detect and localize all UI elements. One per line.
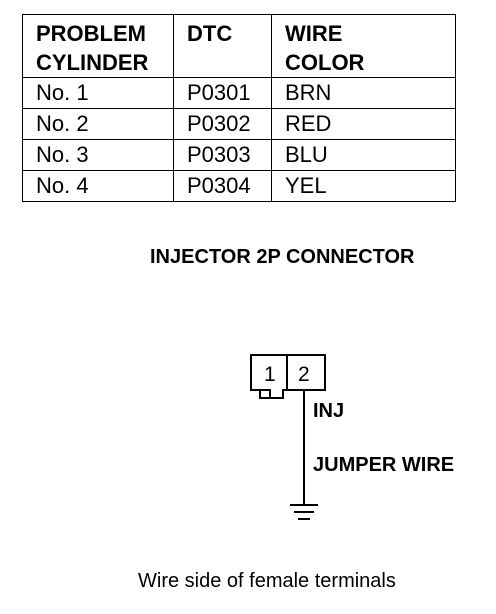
pin-1-label: 1 xyxy=(264,363,276,386)
connector-notch xyxy=(259,390,270,399)
cell-dtc: P0304 xyxy=(173,170,272,202)
ground-icon xyxy=(290,504,318,520)
dtc-table: PROBLEM CYLINDER DTC WIRE COLOR No. 1 P0… xyxy=(22,14,456,202)
cell-wire-color: YEL xyxy=(271,170,456,202)
connector-title: INJECTOR 2P CONNECTOR xyxy=(150,246,415,268)
header-line: DTC xyxy=(187,21,233,46)
header-line: PROBLEM xyxy=(36,21,146,46)
jumper-wire-label: JUMPER WIRE xyxy=(313,454,455,476)
pin-2-label: 2 xyxy=(298,363,310,386)
inj-label: INJ xyxy=(313,400,345,422)
header-line: COLOR xyxy=(285,50,365,75)
cell-dtc: P0301 xyxy=(173,77,272,109)
cell-wire-color: BRN xyxy=(271,77,456,109)
header-problem-cylinder: PROBLEM CYLINDER xyxy=(22,14,174,78)
table-row: No. 2 P0302 RED xyxy=(22,108,456,140)
cell-dtc: P0302 xyxy=(173,108,272,140)
cell-wire-color: RED xyxy=(271,108,456,140)
diagram-caption: Wire side of female terminals xyxy=(138,570,396,592)
header-line: WIRE xyxy=(285,21,343,46)
header-wire-color: WIRE COLOR xyxy=(271,14,456,78)
header-line: CYLINDER xyxy=(36,50,149,75)
connector-housing xyxy=(250,354,326,399)
cell-cylinder: No. 4 xyxy=(22,170,174,202)
table-row: No. 4 P0304 YEL xyxy=(22,170,456,202)
cell-cylinder: No. 3 xyxy=(22,139,174,171)
cell-dtc: P0303 xyxy=(173,139,272,171)
